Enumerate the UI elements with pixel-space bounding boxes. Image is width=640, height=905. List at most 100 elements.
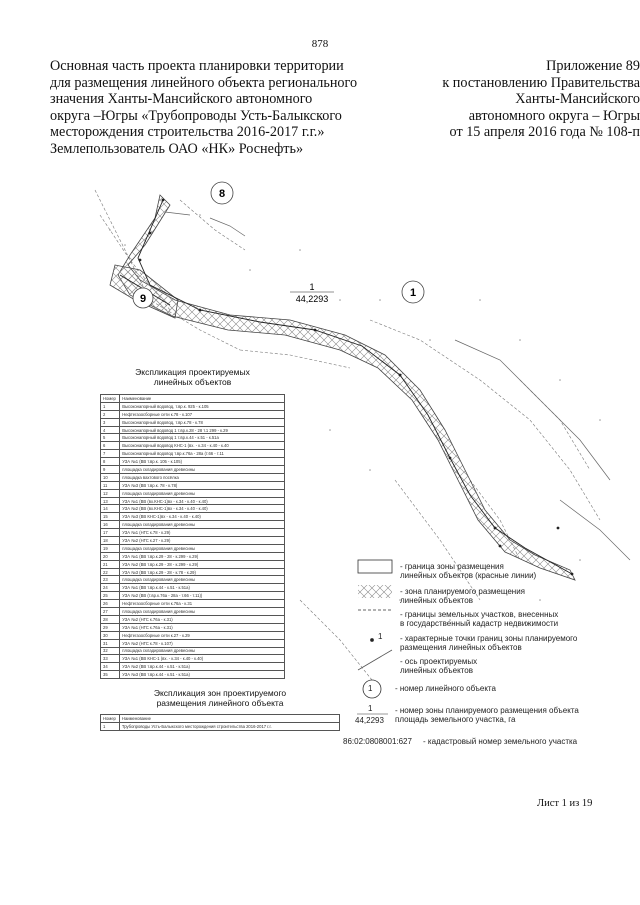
row-name: УЗА №1 (ВВ КНС-1 (вх. - к.34 - к.40 - к.… bbox=[119, 654, 285, 664]
row-number: 27 bbox=[99, 607, 121, 616]
row-name: УЗА №1 (ВВ (вх.КНС-1)вх - к.34 - к.40 - … bbox=[119, 496, 285, 506]
row-number: 28 bbox=[99, 614, 121, 624]
table-header: Номер Наименование bbox=[99, 394, 285, 403]
row-name: площадка складирования древесины bbox=[119, 520, 285, 530]
row-number: 34 bbox=[99, 662, 121, 672]
legend-zone-number-label: 1 bbox=[368, 704, 373, 713]
row-number: 6 bbox=[99, 441, 121, 451]
row-name: УЗА №3 (ВВ т.вр.к.44 - к.51 - к.51а) bbox=[119, 670, 285, 680]
row-name: УЗА №1 (НГС к.78 - к.29) bbox=[119, 528, 285, 538]
row-name: УЗА №3 (ВВ т.вр.к.29 - 28 - к.78 - к.29) bbox=[119, 567, 285, 577]
sheet-number: Лист 1 из 19 bbox=[537, 798, 593, 809]
explication-zones: Экспликация зон проектируемого размещени… bbox=[100, 688, 341, 731]
row-name: УЗА №2 (НГС к.76а - к.31) bbox=[119, 614, 285, 624]
row-name: Высоконапорный водовод КНС-1 (вх. - к.34… bbox=[119, 441, 285, 451]
row-number: 26 bbox=[99, 599, 121, 609]
row-number: 16 bbox=[99, 520, 121, 530]
land-user-line: Землепользователь ОАО «НК» Роснефть» bbox=[50, 140, 304, 157]
legend-object-number-symbol bbox=[362, 679, 382, 699]
survey-dots bbox=[109, 214, 601, 621]
row-name: УЗА №1 (ВВ т.вр.к.29 - 28 - к.299 - к.29… bbox=[119, 551, 285, 561]
boundary-points bbox=[138, 198, 574, 576]
row-number: 8 bbox=[99, 457, 121, 467]
row-number: 19 bbox=[99, 543, 121, 553]
row-number: 10 bbox=[99, 472, 121, 482]
object-label-8: 8 bbox=[219, 188, 225, 200]
row-name: Высоконапорный водовод, т.вр.к.78 - к.78 bbox=[119, 417, 285, 427]
project-title-line: Основная часть проекта планировки террит… bbox=[50, 58, 344, 74]
row-name: УЗА №2 (ВВ т.вр.к.44 - к.51 - к.51а) bbox=[119, 662, 285, 672]
row-number: 31 bbox=[99, 638, 121, 648]
project-title-line: округа –Югры «Трубопроводы Усть-Балыкско… bbox=[50, 107, 342, 124]
row-number: 33 bbox=[99, 654, 121, 664]
legend-object-number: - номер линейного объекта bbox=[395, 684, 496, 693]
table-header: Номер Наименование bbox=[100, 714, 341, 723]
row-number: 32 bbox=[99, 646, 121, 656]
legend-point-label: 1 bbox=[378, 632, 383, 641]
row-number: 25 bbox=[99, 591, 121, 601]
row-name: площадка складирования древесины bbox=[119, 465, 285, 474]
project-title-line: для размещения линейного объекта региона… bbox=[50, 74, 358, 91]
row-name: Высоконапорный водовод 1 т.вр.к.28 - 28 … bbox=[119, 425, 285, 435]
row-name: УЗА №2 (НГС к.78 - к.107) bbox=[119, 638, 285, 648]
row-name: УЗА №1 (ВВ т.вр.к. 105 - к.105) bbox=[119, 457, 285, 467]
appendix-line: к постановлению Правительства bbox=[442, 74, 640, 91]
legend-cadastral-number-example: 86:02:0808001:627 bbox=[343, 737, 412, 746]
row-name: Нефтегазосборные сети к.27 - к.29 bbox=[119, 630, 285, 640]
row-name: площадка складирования древесины bbox=[119, 607, 285, 616]
appendix-date: от 15 апреля 2016 года № 108-п bbox=[449, 124, 640, 141]
row-name: УЗА №2 (ВВ (т.вр.к.76а - 28а - т.66 - т.… bbox=[119, 591, 285, 601]
row-number: 3 bbox=[99, 417, 121, 427]
row-name: площадка вахтового посёлка bbox=[119, 472, 285, 482]
explication-zones-title: Экспликация зон проектируемого размещени… bbox=[153, 688, 287, 708]
row-name: УЗА №3 (ВВ т.вр.к. 78 - к.78) bbox=[119, 480, 285, 490]
legend-point-symbol bbox=[370, 638, 374, 642]
row-number: 11 bbox=[99, 480, 121, 490]
row-name: Нефтегазосборные сети к.76а - к.31 bbox=[119, 599, 285, 609]
row-number: 24 bbox=[99, 583, 121, 593]
row-number: 20 bbox=[99, 551, 121, 561]
row-name: УЗА №3 (ВВ КНС-1)вх - к.34 - к.40 - к.40… bbox=[119, 512, 285, 522]
row-name: УЗА №1 (ВВ т.вр.к.44 - к.51 - к.51а) bbox=[119, 583, 285, 593]
row-name: площадка складирования древесины bbox=[119, 488, 285, 498]
legend-characteristic-points: - характерные точки границ зоны планируе… bbox=[400, 634, 578, 652]
zone-area-label: 44,2293 bbox=[296, 294, 329, 304]
row-name: Высоконапорный водовод, т.вр.к. 925 - к.… bbox=[119, 401, 285, 411]
row-number: 2 bbox=[99, 409, 121, 419]
row-name: УЗА №1 (НГС к.76а - к.31) bbox=[119, 622, 285, 632]
row-number: 35 bbox=[99, 670, 121, 680]
project-title-block: Основная часть проекта планировки террит… bbox=[50, 58, 380, 158]
row-number: 1 bbox=[99, 401, 121, 411]
road-lines bbox=[164, 211, 631, 561]
row-number: 15 bbox=[99, 512, 121, 522]
legend-zone-area-label: 44,2293 bbox=[355, 716, 384, 725]
row-number: 1 bbox=[100, 721, 120, 731]
